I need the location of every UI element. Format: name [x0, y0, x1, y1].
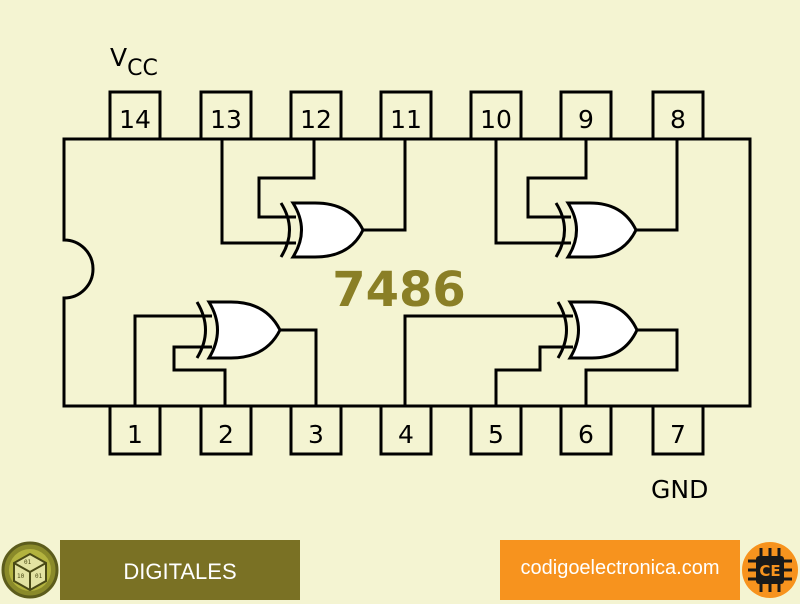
footer-category-label: DIGITALES [60, 540, 300, 600]
wire-12-to-gate1 [257, 139, 316, 219]
pin-7-box [651, 404, 705, 456]
pin-label-3: 3 [308, 420, 324, 449]
xor-gate-4 [556, 300, 639, 360]
chip-part-number: 7486 [332, 262, 466, 318]
binary-dice-icon: 01 10 01 [1, 541, 59, 599]
pin-label-13: 13 [210, 105, 242, 134]
svg-text:01: 01 [35, 573, 43, 580]
binary-dice-logo: 01 10 01 [0, 540, 60, 600]
wire-1-to-gate3 [133, 314, 212, 406]
pin-label-7: 7 [670, 420, 686, 449]
pin-label-2: 2 [218, 420, 234, 449]
pin-14-box [108, 90, 162, 141]
wire-gate4-to-6 [584, 328, 679, 406]
xor-gate-3 [195, 300, 282, 360]
chip-body [62, 137, 752, 408]
vcc-label-sub: CC [127, 56, 158, 81]
gnd-label: GND [651, 475, 708, 504]
pin-label-8: 8 [670, 105, 686, 134]
wire-9-to-gate2 [526, 139, 588, 219]
pin-label-10: 10 [480, 105, 512, 134]
wire-gate1-to-11 [362, 139, 407, 232]
pin-label-4: 4 [398, 420, 414, 449]
pin-12-box [289, 90, 343, 141]
svg-text:01: 01 [24, 559, 32, 566]
footer-site-link[interactable]: codigoelectronica.com [500, 540, 740, 600]
xor-gate-2 [554, 201, 638, 259]
wire-gate2-to-8 [636, 139, 679, 232]
pin-label-6: 6 [578, 420, 594, 449]
wire-2-to-gate3 [172, 345, 227, 406]
pin-label-1: 1 [127, 420, 143, 449]
ce-chip-icon: CE [742, 542, 798, 598]
xor-gate-1 [279, 201, 365, 259]
pin-13-box [199, 90, 253, 141]
wire-4-to-gate4 [403, 314, 573, 406]
vcc-label-main: V [110, 43, 127, 72]
ce-chip-text: CE [759, 562, 780, 580]
pin-label-11: 11 [390, 105, 422, 134]
ce-chip-logo: CE [740, 540, 800, 600]
vcc-label: VCC [110, 43, 158, 81]
wire-10-to-gate2 [494, 139, 571, 245]
pin-label-12: 12 [300, 105, 332, 134]
pin-label-5: 5 [488, 420, 504, 449]
pin-label-9: 9 [578, 105, 594, 134]
pin-label-14: 14 [119, 105, 151, 134]
svg-text:10: 10 [17, 573, 25, 580]
wire-5-to-gate4 [494, 345, 573, 406]
wire-13-to-gate1 [220, 139, 296, 245]
wire-gate3-to-3 [280, 328, 318, 406]
